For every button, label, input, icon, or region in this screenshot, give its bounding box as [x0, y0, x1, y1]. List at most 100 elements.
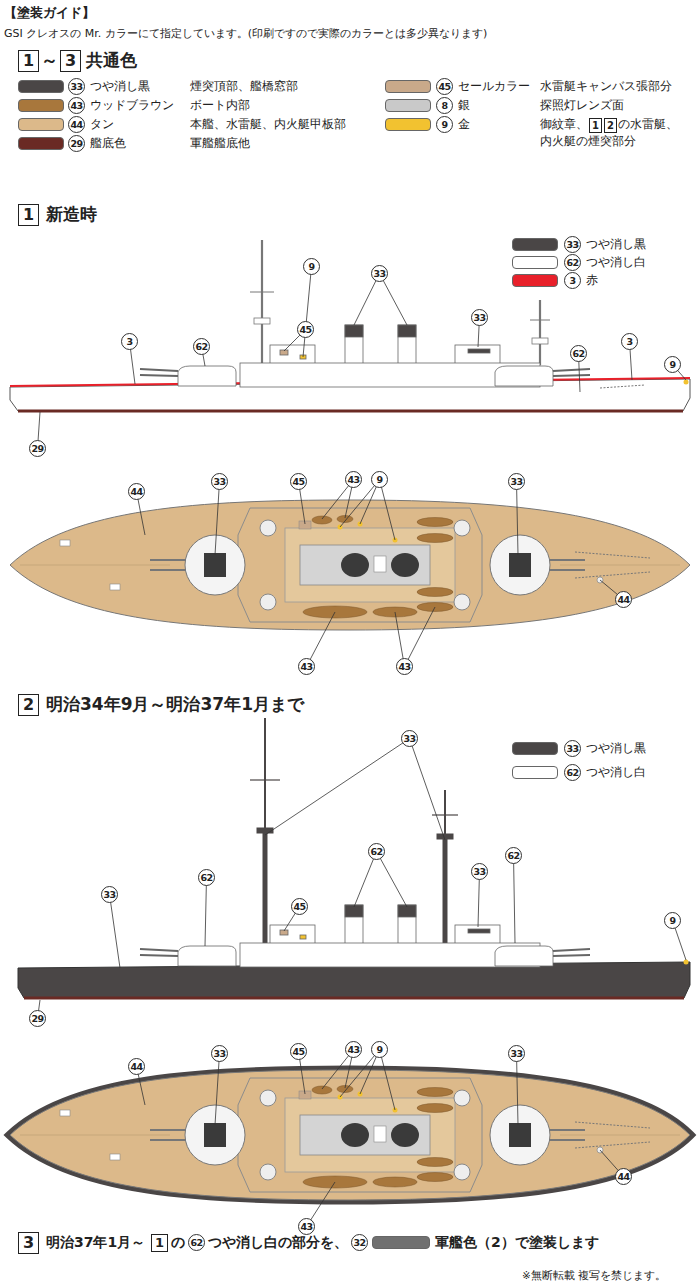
color-swatch	[385, 99, 431, 112]
section-number: 3	[18, 1232, 39, 1254]
callout-number: 8	[436, 97, 453, 114]
callout-number: 33	[101, 886, 118, 903]
legend-text: セールカラー	[458, 78, 530, 95]
callout-number: 43	[345, 471, 362, 488]
color-swatch	[18, 80, 64, 93]
note-text: ボート内部	[190, 97, 250, 114]
callout-number: 3	[121, 333, 138, 350]
section-heading: ～	[41, 49, 58, 71]
legend-text: ウッドブラウン	[90, 97, 174, 114]
color-swatch	[512, 256, 558, 269]
copyright-note: ※無断転載 複写を禁じます。	[522, 1268, 666, 1282]
callout-number: 33	[211, 473, 228, 490]
callout-number: 43	[68, 97, 85, 114]
callout-number: 33	[401, 730, 418, 747]
color-swatch	[372, 1236, 430, 1249]
section-number: 1	[18, 50, 39, 72]
color-swatch	[18, 137, 64, 150]
callout-number: 62	[564, 254, 581, 271]
callout-number: 43	[298, 1218, 315, 1235]
callout-number: 9	[664, 912, 681, 929]
color-swatch	[512, 742, 558, 755]
note-text: 内火艇の煙突部分	[540, 133, 636, 150]
callout-number: 62	[188, 1234, 205, 1251]
callout-number: 43	[298, 658, 315, 675]
callout-number: 33	[508, 473, 525, 490]
callout-number: 44	[128, 1058, 145, 1075]
callout-number: 29	[29, 440, 46, 457]
section-heading: つや消し白の部分を、	[208, 1231, 348, 1253]
callout-number: 45	[291, 898, 308, 915]
section-number: 1	[151, 1234, 168, 1252]
section-heading: 新造時	[46, 203, 97, 225]
section-number: 2	[604, 118, 617, 133]
callout-number: 33	[564, 740, 581, 757]
callout-number: 44	[615, 591, 632, 608]
section-heading: 明治34年9月～明治37年1月まで	[46, 693, 304, 715]
callout-number: 45	[290, 473, 307, 490]
callout-number: 3	[564, 272, 581, 289]
color-swatch	[18, 99, 64, 112]
section-number: 3	[60, 50, 81, 72]
callout-number: 62	[368, 843, 385, 860]
callout-number: 32	[351, 1234, 368, 1251]
callout-number: 9	[664, 356, 681, 373]
legend-text: つや消し黒	[586, 236, 646, 253]
callout-number: 33	[564, 236, 581, 253]
legend-text: 金	[458, 116, 470, 133]
note-text: 軍艦艦底他	[190, 135, 250, 152]
note-text: の水雷艇、	[618, 116, 678, 133]
legend-text: つや消し黒	[586, 740, 646, 757]
callout-number: 3	[621, 333, 638, 350]
color-swatch	[385, 118, 431, 131]
callout-number: 29	[29, 1010, 46, 1027]
color-swatch	[512, 766, 558, 779]
callout-number: 44	[615, 1168, 632, 1185]
note-text: 水雷艇キャンバス張部分	[540, 78, 672, 95]
legend-text: つや消し白	[586, 764, 646, 781]
callout-number: 9	[436, 116, 453, 133]
callout-number: 62	[564, 764, 581, 781]
callout-number: 62	[193, 338, 210, 355]
callout-number: 45	[436, 78, 453, 95]
callout-number: 43	[345, 1041, 362, 1058]
note-text: 御紋章、	[540, 116, 588, 133]
callout-number: 33	[211, 1045, 228, 1062]
callout-number: 44	[128, 483, 145, 500]
color-swatch	[18, 118, 64, 131]
section-number: 1	[18, 204, 39, 226]
callout-number: 33	[471, 863, 488, 880]
section-number: 2	[18, 694, 39, 716]
callout-number: 62	[570, 345, 587, 362]
color-swatch	[512, 274, 558, 287]
callout-number: 9	[371, 471, 388, 488]
legend-text: 艦底色	[90, 135, 126, 152]
page-title: 【塗装ガイド】	[4, 4, 95, 22]
legend-text: 銀	[458, 97, 470, 114]
callout-number: 45	[290, 1043, 307, 1060]
legend-text: つや消し白	[586, 254, 646, 271]
legend-text: タン	[90, 116, 114, 133]
callout-number: 43	[396, 658, 413, 675]
legend-text: 軍艦色（2）で塗装します	[435, 1231, 599, 1253]
color-swatch	[385, 80, 431, 93]
callout-number: 29	[68, 135, 85, 152]
note-text: 本艦、水雷艇、内火艇甲板部	[190, 116, 346, 133]
section-heading: 明治37年1月～	[46, 1231, 145, 1253]
callout-number: 33	[371, 265, 388, 282]
callout-number: 9	[303, 258, 320, 275]
subtitle: GSI クレオスの Mr. カラーにて指定しています。(印刷ですので実際のカラー…	[4, 26, 487, 41]
section-heading: 共通色	[86, 49, 137, 71]
callout-number: 44	[68, 116, 85, 133]
callout-number: 62	[505, 847, 522, 864]
callout-number: 45	[297, 321, 314, 338]
note-text: 煙突頂部、艦橋窓部	[190, 78, 298, 95]
color-swatch	[512, 238, 558, 251]
section-heading: の	[171, 1231, 185, 1253]
callout-number: 33	[68, 78, 85, 95]
callout-number: 33	[471, 309, 488, 326]
callout-number: 62	[198, 869, 215, 886]
callout-number: 9	[371, 1041, 388, 1058]
